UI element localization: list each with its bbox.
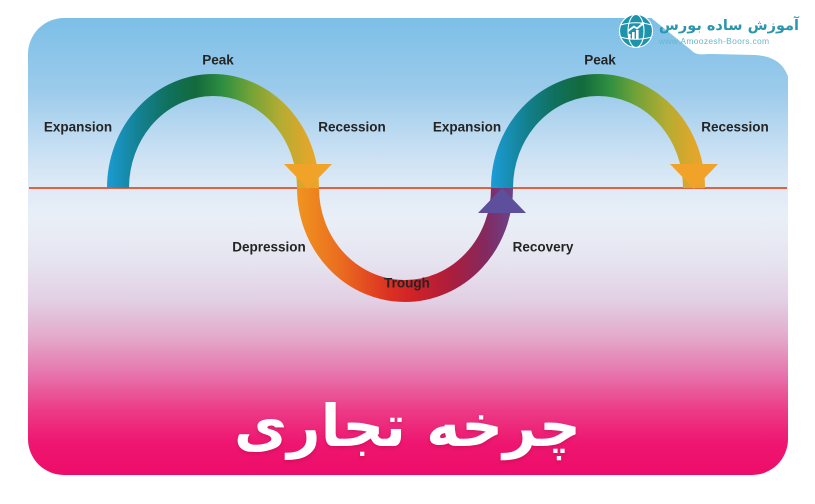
- phase-label-depression: Depression: [232, 239, 306, 255]
- phase-label-peak-1: Peak: [202, 52, 234, 68]
- globe-chart-icon: [618, 13, 653, 49]
- phase-label-expansion-1: Expansion: [43, 119, 113, 135]
- brand-logo: آموزش ساده بورس www.Amoozesh-Boors.com: [618, 13, 799, 49]
- phase-label-recession-1: Recession: [318, 119, 386, 135]
- phase-label-peak-2: Peak: [584, 52, 616, 68]
- phase-label-expansion-2: Expansion: [432, 119, 502, 135]
- phase-label-recovery: Recovery: [512, 239, 574, 255]
- page-title: چرخه تجاری: [234, 392, 581, 460]
- brand-name: آموزش ساده بورس: [658, 17, 799, 34]
- phase-label-trough: Trough: [384, 275, 430, 291]
- phase-label-recession-2: Recession: [701, 119, 769, 135]
- brand-url: www.Amoozesh-Boors.com: [658, 35, 770, 46]
